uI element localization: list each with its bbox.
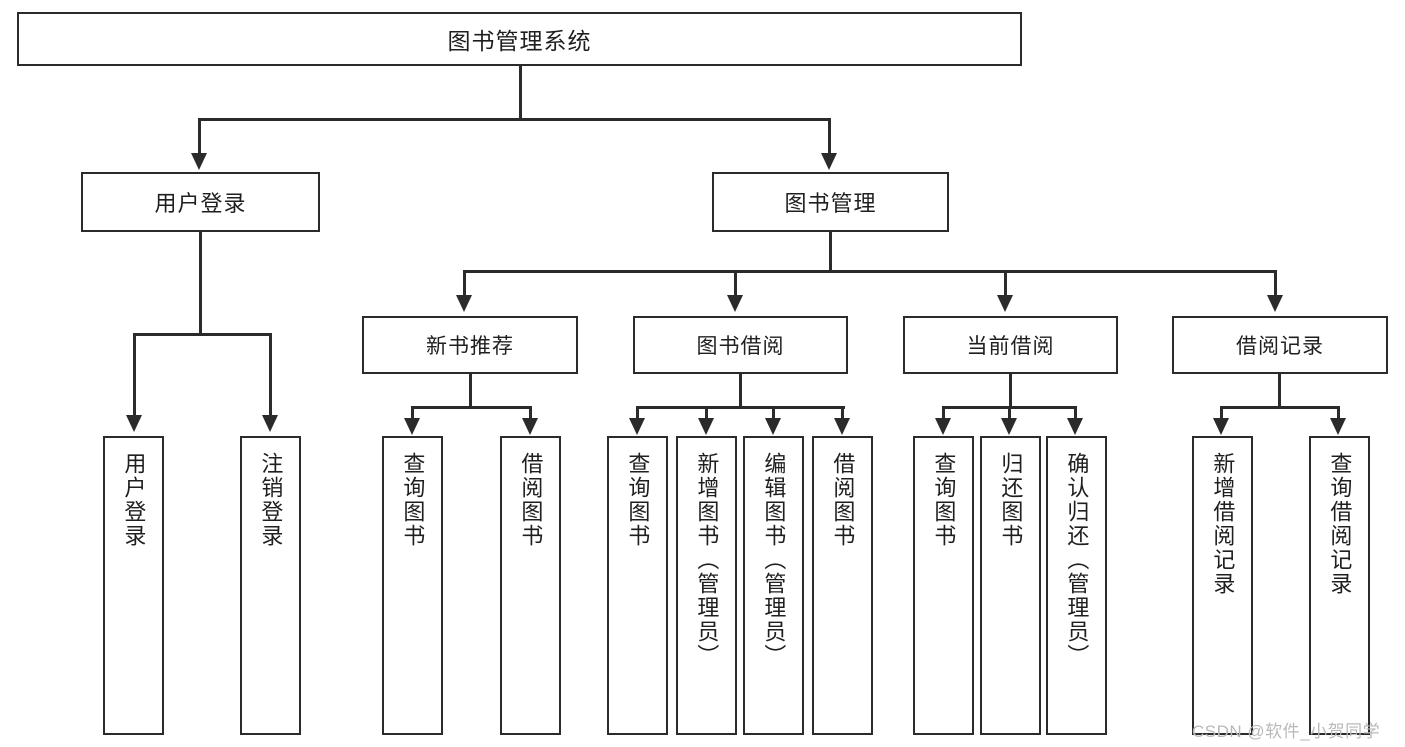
leaf-label: 查询图书: [625, 452, 651, 548]
node-book-borrow[interactable]: 图书借阅: [633, 316, 848, 374]
connector-record-leaf-1: [1337, 406, 1340, 421]
leaf-label: 注销登录: [258, 452, 284, 548]
connector-record-leaf-0: [1220, 406, 1223, 421]
arrowhead-recommend-leaf-0: [404, 418, 420, 435]
leaf-user-login-0[interactable]: 用户登录: [103, 436, 164, 735]
connector-user-login-bus: [133, 333, 271, 336]
arrowhead-borrow-leaf-0: [629, 418, 645, 435]
leaf-current-borrow-0[interactable]: 查询图书: [913, 436, 974, 735]
connector-borrow-stem: [739, 374, 742, 408]
connector-user-login-leaf-0: [133, 333, 136, 418]
leaf-borrow-record-0[interactable]: 新增借阅记录: [1192, 436, 1253, 735]
leaf-new-book-recommend-0[interactable]: 查询图书: [382, 436, 443, 735]
arrowhead-level2-3: [1267, 295, 1283, 312]
connector-level2-branch-3: [1274, 270, 1277, 298]
node-label: 新书推荐: [426, 335, 514, 358]
connector-root-stem: [519, 66, 522, 119]
arrowhead-user-login-leaf-0: [126, 415, 142, 432]
connector-level1-bus: [198, 118, 831, 121]
arrowhead-current-leaf-1: [1001, 418, 1017, 435]
connector-borrow-leaf-2: [772, 406, 775, 421]
arrowhead-current-leaf-0: [935, 418, 951, 435]
connector-level1-branch-1: [828, 118, 831, 156]
connector-book-mgmt-stem: [829, 232, 832, 272]
connector-level2-branch-1: [734, 270, 737, 298]
node-label: 用户登录: [154, 191, 247, 216]
connector-recommend-leaf-1: [529, 406, 532, 421]
arrowhead-level2-2: [997, 295, 1013, 312]
connector-recommend-leaf-0: [411, 406, 414, 421]
connector-borrow-leaf-0: [636, 406, 639, 421]
leaf-book-borrow-1[interactable]: 新增图书（管理员）: [676, 436, 737, 735]
node-current-borrow[interactable]: 当前借阅: [903, 316, 1118, 374]
connector-user-login-leaf-1: [269, 333, 272, 418]
connector-level1-branch-0: [198, 118, 201, 156]
leaf-label: 查询借阅记录: [1327, 452, 1353, 596]
connector-record-stem: [1278, 374, 1281, 408]
node-label: 图书管理: [784, 191, 877, 216]
node-label: 图书借阅: [696, 335, 785, 358]
leaf-new-book-recommend-1[interactable]: 借阅图书: [500, 436, 561, 735]
leaf-book-borrow-3[interactable]: 借阅图书: [812, 436, 873, 735]
arrowhead-recommend-leaf-1: [522, 418, 538, 435]
leaf-book-borrow-0[interactable]: 查询图书: [607, 436, 668, 735]
node-label: 图书管理系统: [447, 28, 592, 54]
leaf-current-borrow-1[interactable]: 归还图书: [980, 436, 1041, 735]
connector-level2-bus: [463, 270, 1277, 273]
leaf-current-borrow-2[interactable]: 确认归还（管理员）: [1046, 436, 1107, 735]
node-user-login[interactable]: 用户登录: [81, 172, 320, 232]
node-book-management[interactable]: 图书管理: [712, 172, 949, 232]
connector-recommend-bus: [411, 406, 532, 409]
node-root-system[interactable]: 图书管理系统: [17, 12, 1022, 66]
arrowhead-current-leaf-2: [1067, 418, 1083, 435]
node-borrow-record[interactable]: 借阅记录: [1172, 316, 1388, 374]
connector-borrow-bus: [636, 406, 845, 409]
node-new-book-recommend[interactable]: 新书推荐: [362, 316, 578, 374]
connector-record-bus: [1220, 406, 1340, 409]
connector-borrow-leaf-3: [841, 406, 844, 421]
leaf-label: 归还图书: [998, 452, 1024, 548]
arrowhead-level2-1: [727, 295, 743, 312]
connector-current-stem: [1009, 374, 1012, 408]
connector-level2-branch-2: [1004, 270, 1007, 298]
leaf-label: 查询图书: [931, 452, 957, 548]
connector-current-leaf-1: [1008, 406, 1011, 421]
leaf-label: 编辑图书（管理员）: [761, 452, 787, 668]
leaf-label: 查询图书: [400, 452, 426, 548]
leaf-label: 用户登录: [121, 452, 147, 548]
arrowhead-borrow-leaf-2: [765, 418, 781, 435]
leaf-label: 新增图书（管理员）: [694, 452, 720, 668]
arrowhead-record-leaf-1: [1330, 418, 1346, 435]
leaf-book-borrow-2[interactable]: 编辑图书（管理员）: [743, 436, 804, 735]
connector-user-login-stem: [199, 232, 202, 334]
arrowhead-record-leaf-0: [1213, 418, 1229, 435]
connector-recommend-stem: [469, 374, 472, 408]
leaf-label: 借阅图书: [518, 452, 544, 548]
leaf-label: 新增借阅记录: [1210, 452, 1236, 596]
node-label: 借阅记录: [1236, 335, 1324, 358]
arrowhead-borrow-leaf-1: [698, 418, 714, 435]
arrowhead-level2-0: [456, 295, 472, 312]
arrowhead-user-login-leaf-1: [262, 415, 278, 432]
connector-current-leaf-0: [942, 406, 945, 421]
arrowhead-borrow-leaf-3: [834, 418, 850, 435]
connector-borrow-leaf-1: [705, 406, 708, 421]
node-label: 当前借阅: [966, 335, 1055, 358]
arrowhead-level1-0: [191, 153, 207, 170]
leaf-borrow-record-1[interactable]: 查询借阅记录: [1309, 436, 1370, 735]
leaf-label: 借阅图书: [830, 452, 856, 548]
arrowhead-level1-1: [821, 153, 837, 170]
connector-level2-branch-0: [463, 270, 466, 298]
leaf-label: 确认归还（管理员）: [1064, 452, 1090, 668]
connector-current-leaf-2: [1074, 406, 1077, 421]
leaf-user-login-1[interactable]: 注销登录: [240, 436, 301, 735]
